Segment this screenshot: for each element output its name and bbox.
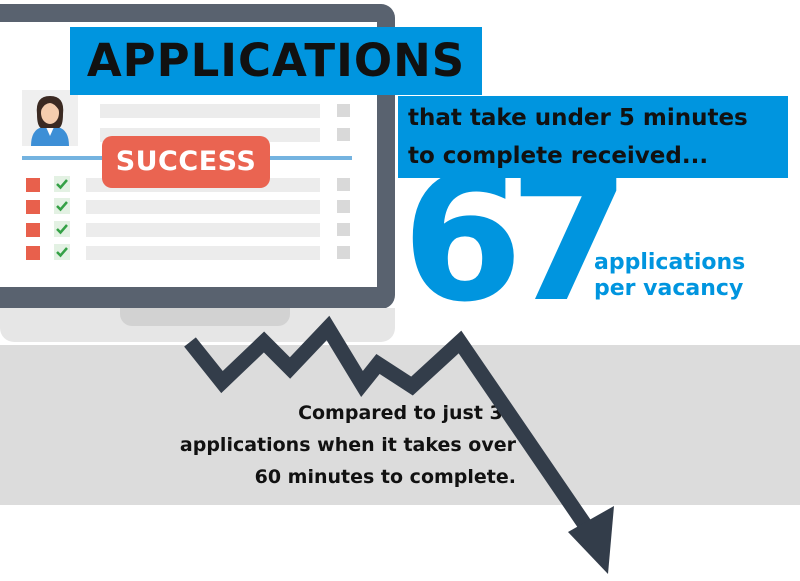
subtitle-box (398, 96, 788, 178)
person-avatar-icon (22, 90, 78, 146)
red-box (26, 223, 40, 237)
comparison-text: Compared to just 31 applications when it… (179, 402, 516, 488)
placeholder-line (86, 200, 320, 214)
placeholder-line (86, 246, 320, 260)
checkmark-icon (54, 244, 70, 260)
checkmark-icon (54, 176, 70, 192)
success-badge: SUCCESS (102, 136, 270, 188)
placeholder-square (337, 128, 350, 141)
checkmark-icon (54, 198, 70, 214)
placeholder-line (100, 104, 320, 118)
placeholder-square (337, 200, 350, 213)
laptop-notch (120, 308, 290, 326)
red-box (26, 246, 40, 260)
red-box (26, 178, 40, 192)
placeholder-line (86, 223, 320, 237)
big-number-caption: applications per vacancy (594, 250, 746, 301)
placeholder-square (337, 104, 350, 117)
subtitle: that take under 5 minutes to complete re… (408, 105, 748, 169)
placeholder-square (337, 223, 350, 236)
red-box (26, 200, 40, 214)
placeholder-square (337, 246, 350, 259)
big-number: 67 (402, 138, 630, 341)
placeholder-square (337, 178, 350, 191)
page-title: APPLICATIONS (70, 27, 482, 95)
checkmark-icon (54, 221, 70, 237)
